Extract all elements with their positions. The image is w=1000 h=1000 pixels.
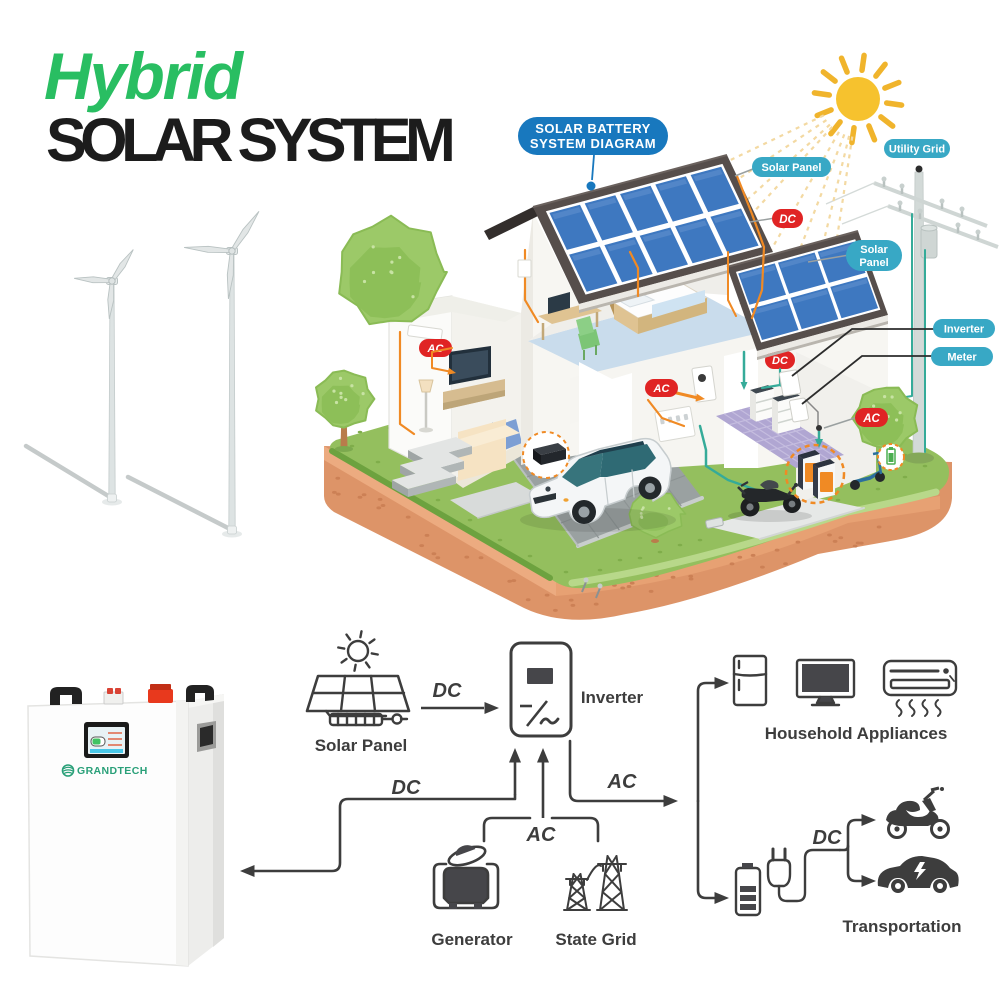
svg-text:DC: DC — [779, 214, 796, 226]
svg-text:Solar Panel: Solar Panel — [762, 162, 822, 174]
svg-text:Hybrid: Hybrid — [44, 39, 245, 113]
svg-text:AC: AC — [862, 413, 880, 425]
svg-text:DC: DC — [433, 680, 462, 702]
svg-text:Inverter: Inverter — [944, 323, 985, 335]
svg-text:AC: AC — [526, 824, 556, 846]
svg-text:Household Appliances: Household Appliances — [765, 724, 948, 743]
svg-text:SOLAR SYSTEM: SOLAR SYSTEM — [46, 106, 452, 174]
svg-text:GRANDTECH: GRANDTECH — [77, 765, 148, 777]
svg-text:Solar: Solar — [860, 244, 888, 256]
svg-text:Solar Panel: Solar Panel — [315, 736, 408, 755]
svg-text:State Grid: State Grid — [555, 930, 636, 949]
svg-text:DC: DC — [392, 777, 421, 799]
svg-text:SOLAR BATTERY: SOLAR BATTERY — [535, 121, 651, 136]
svg-text:Generator: Generator — [431, 930, 513, 949]
svg-text:Panel: Panel — [859, 257, 888, 269]
svg-text:SYSTEM DIAGRAM: SYSTEM DIAGRAM — [530, 136, 656, 151]
svg-text:Transportation: Transportation — [842, 917, 961, 936]
svg-text:AC: AC — [607, 771, 637, 793]
svg-text:AC: AC — [653, 383, 671, 395]
svg-text:Meter: Meter — [947, 351, 977, 363]
svg-text:DC: DC — [813, 827, 842, 849]
svg-text:AC: AC — [427, 343, 445, 355]
svg-text:Inverter: Inverter — [581, 688, 644, 707]
svg-text:Utility Grid: Utility Grid — [889, 143, 945, 155]
svg-text:DC: DC — [772, 355, 789, 367]
